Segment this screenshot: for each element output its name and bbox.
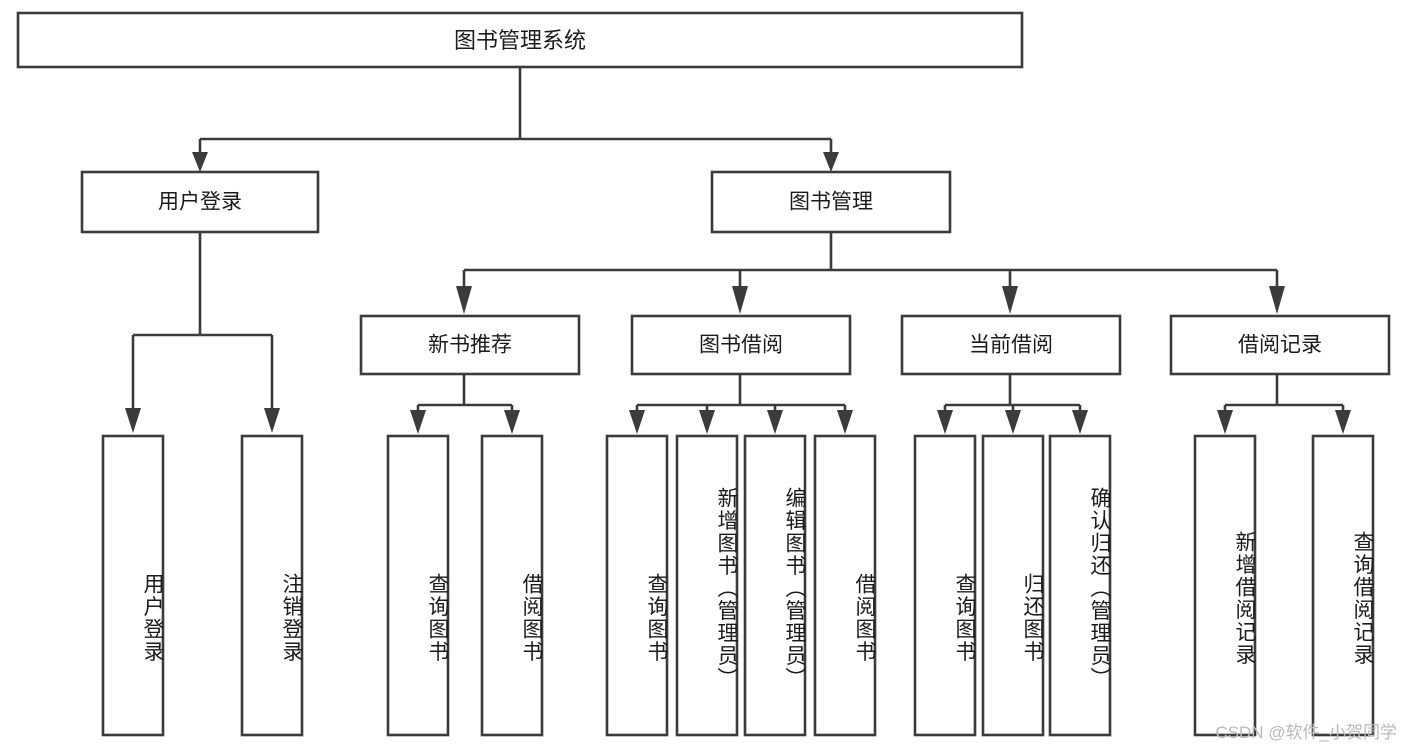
node-new-book-rec-box[interactable] [359, 314, 581, 376]
arrow-to-book-mgmt [823, 152, 839, 172]
arrow-to-leaf-query-book-3 [937, 410, 953, 434]
arrow-to-leaf-add-record [1217, 410, 1233, 434]
node-user-login-label: 用户登录 [158, 191, 242, 214]
node-current-borrow-label: 当前借阅 [969, 334, 1053, 357]
arrow-to-leaf-edit-book [767, 410, 783, 434]
arrow-to-current-borrow [1002, 286, 1018, 314]
node-user-login-box[interactable] [80, 170, 320, 234]
node-borrow-record-box[interactable] [1169, 314, 1391, 376]
arrow-to-borrow-record [1269, 286, 1285, 314]
node-book-borrow-label: 图书借阅 [699, 334, 783, 357]
leaf-box-borrow-book-2[interactable] [813, 434, 877, 737]
node-root-box[interactable] [16, 11, 1024, 69]
watermark-text: CSDN @软件_小贺同学 [1215, 723, 1397, 742]
arrow-to-leaf-return-book [1005, 410, 1021, 434]
arrow-to-leaf-borrow-book-2 [837, 410, 853, 434]
leaf-box-add-book[interactable] [675, 434, 739, 737]
leaf-box-query-record[interactable] [1311, 434, 1375, 737]
node-root-label: 图书管理系统 [454, 28, 586, 53]
arrow-to-leaf-logout [264, 408, 280, 433]
leaf-box-query-book-2[interactable] [605, 434, 669, 737]
node-book-borrow-box[interactable] [630, 314, 852, 376]
node-new-book-rec-label: 新书推荐 [428, 334, 512, 357]
node-current-borrow-box[interactable] [900, 314, 1122, 376]
edges-group [125, 67, 1351, 434]
leaf-box-return-book[interactable] [981, 434, 1045, 737]
arrow-to-leaf-add-book [699, 410, 715, 434]
arrow-to-leaf-borrow-book-1 [504, 410, 520, 434]
leaf-box-user-login[interactable] [101, 434, 165, 737]
arrow-to-leaf-user-login [125, 408, 141, 433]
leaf-box-edit-book[interactable] [743, 434, 807, 737]
node-borrow-record-label: 借阅记录 [1238, 334, 1322, 357]
arrow-to-book-borrow [732, 286, 748, 314]
leaf-box-confirm-return[interactable] [1048, 434, 1112, 737]
node-book-mgmt-box[interactable] [710, 170, 952, 234]
leaf-box-add-record[interactable] [1193, 434, 1257, 737]
arrow-to-new-book-rec [456, 286, 472, 314]
leaf-box-logout[interactable] [240, 434, 304, 737]
arrow-to-leaf-query-book-2 [629, 410, 645, 434]
leaf-box-query-book-3[interactable] [913, 434, 977, 737]
arrow-to-user-login [192, 152, 208, 172]
node-book-mgmt-label: 图书管理 [789, 191, 873, 214]
arrow-to-leaf-confirm-return [1072, 410, 1088, 434]
arrow-to-leaf-query-record [1335, 410, 1351, 434]
leaf-box-borrow-book-1[interactable] [480, 434, 544, 737]
nodes-group: 图书管理系统 用户登录 图书管理 新书推荐 图书借阅 当前借阅 借阅记录 [16, 11, 1391, 737]
arrow-to-leaf-query-book-1 [410, 410, 426, 434]
leaf-box-query-book-1[interactable] [386, 434, 450, 737]
